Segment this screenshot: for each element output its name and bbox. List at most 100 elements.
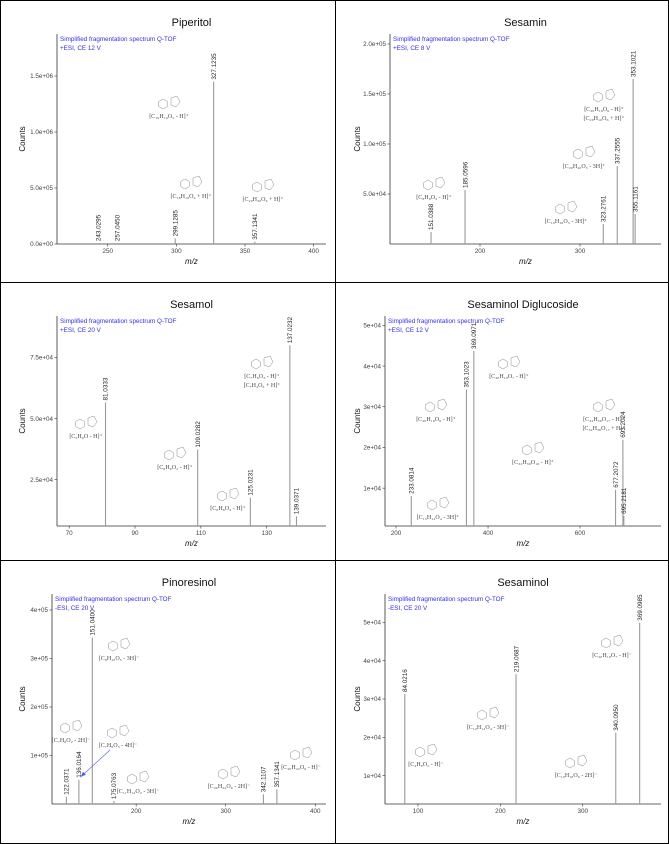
y-tick-label: 4e+04 xyxy=(363,363,381,370)
x-tick-label: 100 xyxy=(413,808,424,815)
furan-ring-icon xyxy=(439,496,450,509)
molecule-structure-icon xyxy=(127,770,150,785)
furan-ring-icon xyxy=(577,754,588,767)
furan-ring-icon xyxy=(263,355,274,368)
method-subtitle: Simplified fragmentation spectrum Q-TOF xyxy=(55,596,172,603)
molecule-structure-icon xyxy=(252,178,275,193)
peak-mz-label: 109.0282 xyxy=(195,421,202,448)
molecule-structure-icon xyxy=(601,634,624,649)
y-axis-label: Counts xyxy=(18,686,27,711)
y-tick-label: 0.0e+00 xyxy=(30,241,53,248)
furan-ring-icon xyxy=(567,200,578,213)
peak-mz-label: 353.1021 xyxy=(630,50,637,77)
x-axis-label: m/z xyxy=(517,539,530,548)
fragment-formula: [C₁₃H₁₄O₄ - 3H]⁺ xyxy=(417,514,460,521)
furan-ring-icon xyxy=(427,743,438,756)
x-tick-label: 600 xyxy=(575,530,586,537)
benzene-ring-icon xyxy=(127,773,137,785)
furan-ring-icon xyxy=(120,637,131,650)
fragment-formula: [C₄H₆O₂ - H]⁻ xyxy=(408,762,443,768)
molecule-structure-icon xyxy=(60,719,83,734)
peak-mz-label: 243.0295 xyxy=(95,214,102,241)
benzene-ring-icon xyxy=(180,178,190,190)
benzene-ring-icon xyxy=(158,98,168,110)
y-tick-label: 4e+05 xyxy=(30,607,48,614)
peak-mz-label: 84.0216 xyxy=(402,669,409,692)
y-tick-label: 1.0e+05 xyxy=(363,141,386,148)
peak-mz-label: 357.1341 xyxy=(252,213,259,240)
molecule-structure-icon xyxy=(427,496,450,511)
molecule-structure-icon xyxy=(522,441,545,456)
benzene-ring-icon xyxy=(498,358,508,370)
peak-mz-label: 151.0388 xyxy=(428,203,435,230)
furan-ring-icon xyxy=(176,446,187,459)
benzene-ring-icon xyxy=(425,401,435,413)
benzene-ring-icon xyxy=(415,746,425,758)
fragment-formula: [C₇H₄O₃ + H]⁺ xyxy=(244,382,281,389)
chart-title: Sesamin xyxy=(504,17,547,29)
molecule-structure-icon xyxy=(217,487,240,502)
fragment-formula: [C₆H₆O₃ - H]⁺ xyxy=(210,505,245,512)
benzene-ring-icon xyxy=(601,637,611,649)
peak-mz-label: 357.1341 xyxy=(274,761,281,788)
y-tick-label: 5e+04 xyxy=(363,620,381,627)
peak-mz-label: 233.0814 xyxy=(408,467,415,494)
benzene-ring-icon xyxy=(593,91,603,103)
fragment-formula: [C₁₉H₁₉O₅ - H]⁺ xyxy=(149,113,189,120)
furan-ring-icon xyxy=(170,95,181,108)
fragment-formula: [C₇H₈O₃ - 4H]⁻ xyxy=(99,743,137,749)
x-axis-label: m/z xyxy=(185,539,198,548)
peak-mz-label: 340.0950 xyxy=(613,704,620,731)
method-subtitle: +ESI, CE 20 V xyxy=(60,327,102,334)
peak-mz-label: 175.0763 xyxy=(111,772,118,799)
benzene-ring-icon xyxy=(164,449,174,461)
peak-mz-label: 151.0400 xyxy=(90,609,97,636)
y-tick-label: 5.0e+05 xyxy=(30,185,53,192)
x-axis-label: m/z xyxy=(517,817,530,826)
peak-mz-label: 136.0164 xyxy=(76,751,83,778)
y-axis-label: Counts xyxy=(353,686,362,711)
y-tick-label: 1e+04 xyxy=(363,773,381,780)
benzene-ring-icon xyxy=(252,181,262,193)
fragment-formula: [C₈H₁₀O₃ - 3H]⁻ xyxy=(99,656,140,662)
fragment-formula: [C₆H₆O₂ - H]⁺ xyxy=(157,464,192,471)
annotation-arrow xyxy=(80,749,111,777)
furan-ring-icon xyxy=(437,398,448,411)
furan-ring-icon xyxy=(139,770,150,783)
benzene-ring-icon xyxy=(522,444,532,456)
method-subtitle: Simplified fragmentation spectrum Q-TOF xyxy=(60,318,177,325)
peak-mz-label: 81.0333 xyxy=(103,377,110,400)
x-tick-label: 300 xyxy=(220,808,231,815)
y-tick-label: 1e+05 xyxy=(30,753,48,760)
furan-ring-icon xyxy=(510,355,521,368)
fragment-formula: [C₂₀H₂₂O₆ - 2H]⁻ xyxy=(208,784,251,790)
benzene-ring-icon xyxy=(555,203,565,215)
y-tick-label: 4e+04 xyxy=(363,658,381,665)
x-tick-label: 250 xyxy=(103,248,114,255)
furan-ring-icon xyxy=(229,487,240,500)
method-subtitle: Simplified fragmentation spectrum Q-TOF xyxy=(60,36,177,43)
peak-mz-label: 353.1023 xyxy=(464,361,471,388)
furan-ring-icon xyxy=(605,88,616,101)
molecule-structure-icon xyxy=(593,88,616,103)
y-axis-label: Counts xyxy=(353,408,362,433)
fragment-formula: [C₂₀H₁₈O₆ - H]⁺ xyxy=(584,106,624,113)
y-tick-label: 5e+04 xyxy=(363,323,381,330)
benzene-ring-icon xyxy=(217,490,227,502)
molecule-structure-icon xyxy=(498,355,521,370)
fragment-formula: [C₃₂H₃₆O₁₇ + H]⁺ xyxy=(582,425,625,432)
molecule-structure-icon xyxy=(164,446,187,461)
peak-mz-label: 139.0371 xyxy=(294,487,301,514)
x-tick-label: 110 xyxy=(196,530,207,537)
y-tick-label: 2.5e+04 xyxy=(30,477,53,484)
y-tick-label: 3e+04 xyxy=(363,404,381,411)
peak-mz-label: 693.2024 xyxy=(620,411,627,438)
furan-ring-icon xyxy=(119,724,130,737)
peak-mz-label: 695.2181 xyxy=(621,487,628,514)
peak-mz-label: 257.0450 xyxy=(115,214,122,241)
peak-mz-label: 219.0687 xyxy=(513,645,520,672)
chart-title: Piperitol xyxy=(172,17,212,29)
fragment-formula: [C₇H₆O₃ - H]⁺ xyxy=(244,373,279,380)
